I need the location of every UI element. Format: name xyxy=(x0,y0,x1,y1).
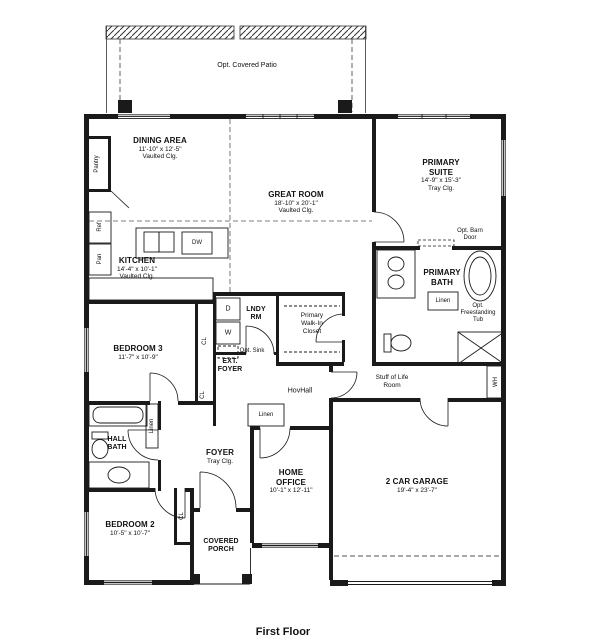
hall-bath-vanity xyxy=(88,461,150,489)
room-label-porch: COVERED PORCH xyxy=(203,538,239,554)
hall-bath-door xyxy=(127,429,159,461)
barn-door-slider xyxy=(417,239,455,247)
hall-bath-tub xyxy=(88,403,148,427)
dryer-box xyxy=(215,297,241,321)
washer-label: W xyxy=(224,329,232,337)
room-label-primary-bath: PRIMARY BATH xyxy=(423,268,461,287)
patio-outline xyxy=(105,25,367,113)
bedroom2-door xyxy=(154,487,186,519)
room-label-bedroom3: BEDROOM 3 11'-7" x 10'-9" xyxy=(113,344,163,361)
exterior-walls xyxy=(84,114,506,586)
garage-entry-door xyxy=(419,397,449,427)
pantry-cabinet xyxy=(88,243,112,276)
primary-toilet-tank xyxy=(383,333,392,353)
hall-linen-label: Linen xyxy=(258,412,274,418)
primary-linen-closet xyxy=(427,291,459,311)
pantry-label: Pantry xyxy=(94,155,100,173)
room-label-ext-foyer: EXT. FOYER xyxy=(217,358,243,374)
primary-suite-window-top xyxy=(398,114,470,119)
hall-linen-closet xyxy=(247,403,285,427)
room-label-home-office: HOME OFFICE 10'-1" x 12'-11" xyxy=(269,468,313,495)
refrigerator-label: Ref xyxy=(97,222,103,232)
misc-fixtures xyxy=(247,305,506,427)
room-label-hall: HovHall xyxy=(287,387,313,395)
primary-linen-label: Linen xyxy=(435,298,451,304)
refrigerator xyxy=(88,211,112,244)
bedroom3-door xyxy=(149,372,179,402)
water-heater-label: WH xyxy=(493,377,499,387)
pantry-door xyxy=(110,190,130,209)
water-heater-closet xyxy=(486,365,506,399)
room-label-great-room: GREAT ROOM 18'-10" x 20'-1" Vaulted Clg. xyxy=(268,190,324,215)
hall-bath-toilet xyxy=(91,439,109,459)
bedroom2-window-bottom xyxy=(104,580,152,585)
washer-box xyxy=(215,321,241,345)
primary-shower xyxy=(457,331,505,365)
room-label-kitchen: KITCHEN 14'-4" x 10'-1" Vaulted Clg. xyxy=(117,256,157,281)
room-label-walk-in-closet: Primary Walk-In Closet xyxy=(300,312,324,335)
laundry-door xyxy=(245,325,275,355)
primary-sink-2 xyxy=(387,274,405,290)
pan-label: Pan xyxy=(97,253,103,265)
sheet-title: First Floor xyxy=(255,626,311,635)
hall-bath-toilet-tank xyxy=(91,431,109,440)
windows xyxy=(84,114,506,585)
kitchen-island xyxy=(135,227,229,259)
kitchen-sink xyxy=(143,231,160,253)
room-label-patio: Opt. Covered Patio xyxy=(197,62,297,70)
freestanding-tub xyxy=(463,250,497,302)
room-label-primary-suite: PRIMARY SUITE 14'-9" x 15'-3" Tray Clg. xyxy=(421,158,461,192)
opt-sink-label: Opt. Sink xyxy=(239,348,265,354)
porch-outline xyxy=(190,548,252,585)
primary-sink-1 xyxy=(387,256,405,272)
room-label-stuff-of-life: Stuff of Life Room xyxy=(375,374,409,389)
dishwasher-label: DW xyxy=(192,240,202,246)
kitchen-fixtures xyxy=(88,211,229,301)
primary-suite-door xyxy=(373,211,405,243)
room-label-bedroom2: BEDROOM 2 10'-5" x 10'-7" xyxy=(105,520,155,537)
dryer-label: D xyxy=(225,305,231,313)
doors xyxy=(110,190,455,519)
great-room-window xyxy=(246,114,314,119)
closet-label-hall: CL xyxy=(202,337,208,345)
bedroom2-window-left xyxy=(84,512,89,556)
hall-bath-fixtures xyxy=(88,403,159,489)
closet-label-bedroom3: CL xyxy=(200,391,206,399)
hall-bath-linen-label: Linen xyxy=(149,418,155,434)
hall-bath-linen-closet xyxy=(145,403,159,449)
freestanding-tub-label: Opt. Freestanding Tub xyxy=(460,303,496,324)
hall-bath-sink xyxy=(107,466,131,484)
walk-in-closet-door xyxy=(315,313,345,343)
stuff-room-door xyxy=(330,371,358,399)
dishwasher xyxy=(181,231,213,255)
bedroom3-window xyxy=(84,328,89,372)
laundry-fixtures xyxy=(215,297,241,359)
primary-vanity xyxy=(376,249,416,299)
garage-door xyxy=(334,555,500,585)
front-door xyxy=(199,471,237,509)
primary-bath-fixtures xyxy=(376,249,505,365)
room-label-foyer: FOYER Tray Clg. xyxy=(205,448,235,465)
primary-suite-window-right xyxy=(501,140,506,196)
home-office-window xyxy=(262,543,318,548)
room-label-laundry: LNDY RM xyxy=(246,306,266,322)
barn-door-label: Opt. Barn Door xyxy=(457,228,483,242)
patio-name: Opt. Covered Patio xyxy=(217,62,277,69)
room-label-garage: 2 CAR GARAGE 19'-4" x 23'-7" xyxy=(385,477,449,494)
closet-label-bedroom2: CL xyxy=(179,512,185,520)
room-label-dining: DINING AREA 11'-10" x 12'-5" Vaulted Clg… xyxy=(133,136,187,161)
kitchen-counter xyxy=(88,277,214,301)
home-office-door xyxy=(259,427,291,459)
optional-sink xyxy=(217,345,239,359)
ceiling-lines xyxy=(89,119,372,292)
primary-toilet xyxy=(390,334,412,352)
room-label-hall-bath: HALL BATH xyxy=(107,436,127,452)
dining-window xyxy=(118,114,170,119)
